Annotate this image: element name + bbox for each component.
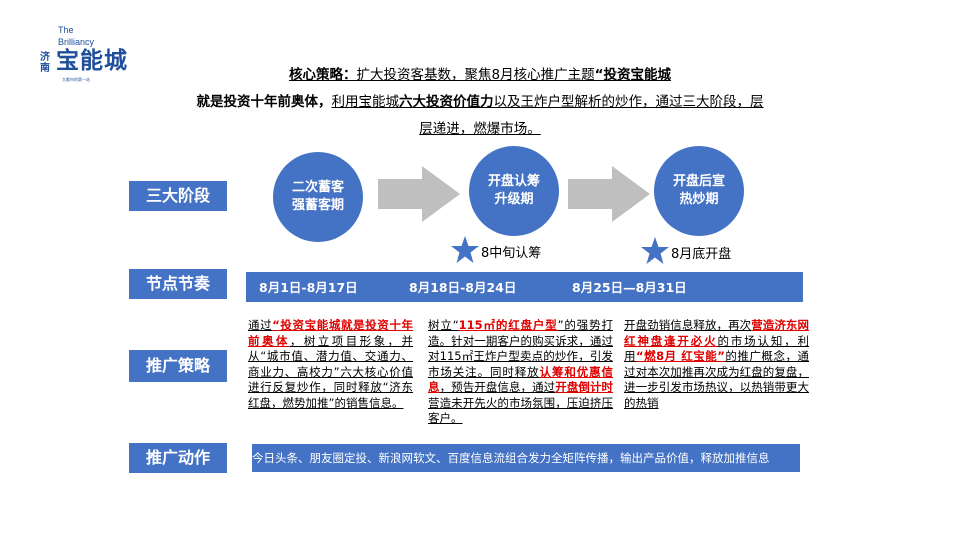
logo-tagline-en: The Brilliancy — [58, 24, 94, 48]
strategy-column-2: 树立“115㎡的红盘户型”的强势打造。针对一期客户的购买诉求，通过对115㎡王炸… — [428, 318, 613, 427]
strategy-3-c: 的市场认知，利用 — [624, 333, 810, 364]
headline-line-3: 层递进，燃爆市场。 — [140, 116, 820, 143]
logo-name: 宝能城 — [56, 48, 128, 74]
stage-circle-3: 开盘后宣热炒期 — [654, 146, 744, 236]
headline-text: 扩大投资客基数，聚焦8月核心推广主题 — [356, 67, 595, 83]
strategy-2-f: 开盘倒计时 — [555, 380, 614, 394]
row-label-action: 推广动作 — [129, 443, 227, 473]
action-box: 今日头条、朋友圈定投、新浪网软文、百度信息流组合发力全矩阵传播，输出产品价值，释… — [252, 444, 800, 472]
logo-line-brilliancy: Brilliancy — [58, 37, 95, 47]
strategy-2-d: 认筹和优惠信息 — [428, 364, 614, 395]
stage-3-line-1: 开盘后宣 — [672, 174, 725, 189]
milestone-label-2: 8月底开盘 — [671, 247, 732, 262]
headline-part-a: 利用宝能城 — [331, 94, 400, 110]
headline-label: 核心策略： — [289, 67, 357, 83]
star-icon-1 — [451, 236, 479, 263]
strategy-2-e: ，预告开盘信息，通过 — [439, 380, 556, 394]
strategy-3-b: 营造济东网红神盘逢开必火 — [624, 318, 810, 348]
row-label-strategy: 推广策略 — [129, 350, 227, 382]
headline-line-1: 核心策略：扩大投资客基数，聚焦8月核心推广主题“投资宝能城 — [140, 62, 820, 89]
stage-1-line-1: 二次蓄客 — [291, 180, 344, 195]
date-range-2: 8月18日-8月24日 — [409, 280, 517, 295]
stage-3-line-2: 热炒期 — [679, 192, 719, 207]
strategy-column-1: 通过“投资宝能城就是投资十年前奥体，树立项目形象，并从“城市值、潜力值、交通力、… — [248, 318, 413, 411]
arrow-right-icon-1 — [378, 166, 460, 222]
stage-1-line-2: 强蓄客期 — [291, 198, 344, 213]
strategy-3-e: 的推广概念，通过对本次加推再次成为红盘的复盘，进一步引发市场热议，以热销带更大的… — [624, 349, 810, 410]
row-label-nodes: 节点节奏 — [129, 269, 227, 299]
strategy-1-a: 通过 — [248, 318, 273, 332]
stage-2-line-2: 升级期 — [494, 192, 534, 207]
strategy-3-a: 开盘劲销信息释放，再次 — [624, 318, 752, 332]
strategy-column-3: 开盘劲销信息释放，再次营造济东网红神盘逢开必火的市场认知，利用“燃8月 红宝能”… — [624, 318, 809, 411]
row-label-stages: 三大阶段 — [129, 181, 227, 211]
strategy-2-g: 营造未开先火的市场氛围，压迫挤压客户。 — [428, 395, 613, 426]
strategy-3-d: “燃8月 红宝能” — [636, 349, 725, 363]
arrow-right-icon-2 — [568, 166, 650, 222]
logo-city: 济南 — [40, 52, 50, 74]
date-range-3: 8月25日—8月31日 — [572, 280, 687, 295]
strategy-1-d: ，树立项目形象，并从“城市值、潜力值、交通力、商业力、高校力”六大核心价值进行反… — [248, 333, 414, 410]
headline-bold-phrase: 就是投资十年前奥体， — [196, 94, 332, 110]
strategy-1-b: “投资宝能城 — [272, 318, 341, 332]
headline-part-c: 以及王炸户型解析的炒作，通过三大阶段，层 — [493, 94, 764, 110]
headline-line-2: 就是投资十年前奥体，利用宝能城六大投资价值力以及王炸户型解析的炒作，通过三大阶段… — [140, 89, 820, 116]
strategy-2-a: 树立“ — [428, 318, 459, 332]
headline: 核心策略：扩大投资客基数，聚焦8月核心推广主题“投资宝能城 就是投资十年前奥体，… — [140, 62, 820, 143]
headline-quote: “投资宝能城 — [594, 67, 671, 83]
milestone-label-1: 8中旬认筹 — [481, 246, 542, 261]
stage-circle-1: 二次蓄客强蓄客期 — [273, 152, 363, 242]
strategy-1-c: 就是投资十年前奥体 — [248, 318, 414, 348]
action-text: 今日头条、朋友圈定投、新浪网软文、百度信息流组合发力全矩阵传播，输出产品价值，释… — [252, 451, 770, 465]
star-icon-2 — [641, 237, 669, 264]
logo-line-the: The — [58, 25, 74, 35]
headline-part-b: 六大投资价值力 — [399, 94, 494, 110]
headline-part-d: 层递进，燃爆市场。 — [419, 121, 541, 137]
logo-slogan: 大都市的第一站 — [62, 77, 90, 82]
strategy-2-c: ”的强势打造。针对一期客户的购买诉求，通过对115㎡王炸户型卖点的炒作，引发市场… — [428, 318, 613, 379]
strategy-2-b: 115㎡的红盘户型 — [458, 318, 558, 332]
stage-2-line-1: 开盘认筹 — [487, 174, 540, 189]
timeline-bar — [246, 272, 803, 302]
date-range-1: 8月1日-8月17日 — [259, 280, 358, 295]
stage-circle-2: 开盘认筹升级期 — [469, 146, 559, 236]
